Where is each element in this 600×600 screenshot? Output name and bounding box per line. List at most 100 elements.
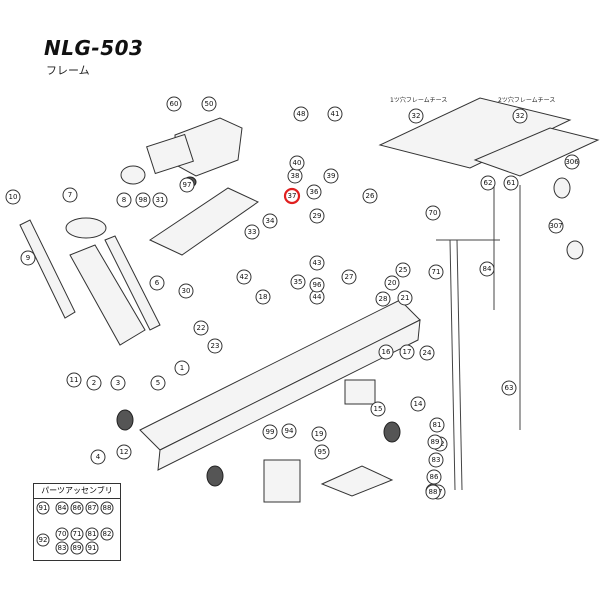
- callout-label: 29: [313, 212, 322, 220]
- callout-35: 35: [290, 274, 306, 290]
- callout-7: 7: [62, 187, 78, 203]
- callout-label: 16: [382, 348, 391, 356]
- callout-17: 17: [399, 344, 415, 360]
- callout-label: 37: [288, 192, 297, 200]
- callout-label: 10: [9, 193, 18, 201]
- callout-label: 17: [403, 348, 412, 356]
- callout-label: 4: [96, 453, 101, 461]
- callout-label: 38: [291, 172, 300, 180]
- callout-label: 34: [266, 217, 275, 225]
- callout-95: 95: [314, 444, 330, 460]
- callout-label: 97: [183, 181, 192, 189]
- callout-33: 33: [244, 224, 260, 240]
- assembly-item-label: 86: [73, 504, 82, 512]
- callout-15: 15: [370, 401, 386, 417]
- callout-86: 86: [426, 469, 442, 485]
- callout-label: 36: [310, 188, 319, 196]
- callout-label: 44: [313, 293, 322, 301]
- callout-label: 2: [92, 379, 96, 387]
- callout-94: 94: [281, 423, 297, 439]
- callout-label: 32: [412, 112, 421, 120]
- callout-70: 70: [425, 205, 441, 221]
- assembly-key-92: 92: [36, 533, 50, 547]
- page-subtitle: フレーム: [46, 64, 90, 77]
- callout-label: 48: [297, 110, 306, 118]
- assembly-item-87: 87: [85, 501, 99, 515]
- callout-48: 48: [293, 106, 309, 122]
- label-plate: [148, 187, 259, 256]
- callout-99: 99: [262, 424, 278, 440]
- callout-83: 83: [428, 452, 444, 468]
- assembly-item-label: 71: [73, 530, 82, 538]
- callout-24: 24: [419, 345, 435, 361]
- assembly-item-86: 86: [70, 501, 84, 515]
- callout-50: 50: [201, 96, 217, 112]
- callout-8: 8: [116, 192, 132, 208]
- assembly-item-label: 82: [103, 530, 112, 538]
- callout-25: 25: [395, 262, 411, 278]
- callout-60: 60: [166, 96, 182, 112]
- callout-label: 306: [565, 158, 579, 166]
- callout-11: 11: [66, 372, 82, 388]
- callout-62: 62: [480, 175, 496, 191]
- assembly-key-91: 91: [36, 501, 50, 515]
- callout-28: 28: [375, 291, 391, 307]
- assembly-item-label: 84: [58, 504, 67, 512]
- callout-label: 27: [345, 273, 354, 281]
- callout-label: 3: [116, 379, 120, 387]
- callout-label: 8: [122, 196, 126, 204]
- callout-96: 96: [309, 277, 325, 293]
- callout-label: 12: [120, 448, 129, 456]
- callout-label: 95: [318, 448, 327, 456]
- callout-41: 41: [327, 106, 343, 122]
- callout-label: 42: [240, 273, 249, 281]
- assembly-item-91: 91: [85, 541, 99, 555]
- callout-3: 3: [110, 375, 126, 391]
- callout-61: 61: [503, 175, 519, 191]
- callout-label: 307: [549, 222, 562, 230]
- callout-label: 33: [248, 228, 257, 236]
- assembly-item-label: 88: [103, 504, 112, 512]
- assembly-item-70: 70: [55, 527, 69, 541]
- callout-23: 23: [207, 338, 223, 354]
- callout-1: 1: [174, 360, 190, 376]
- handle-assembly: [436, 185, 521, 491]
- callout-32b: 32: [512, 108, 528, 124]
- callout-63: 63: [501, 380, 517, 396]
- assembly-item-label: 81: [88, 530, 97, 538]
- assembly-key-label: 92: [39, 536, 48, 544]
- assembly-item-label: 89: [73, 544, 82, 552]
- callout-16: 16: [378, 344, 394, 360]
- assembly-key-label: 91: [39, 504, 48, 512]
- callout-label: 98: [139, 196, 148, 204]
- callout-43: 43: [309, 255, 325, 271]
- callout-label: 26: [366, 192, 375, 200]
- callout-label: 25: [399, 266, 408, 274]
- callout-27: 27: [341, 269, 357, 285]
- callout-label: 1: [180, 364, 184, 372]
- callout-39: 39: [323, 168, 339, 184]
- callout-6: 6: [149, 275, 165, 291]
- callout-label: 86: [430, 473, 439, 481]
- callout-81: 81: [429, 417, 445, 433]
- callout-label: 81: [433, 421, 442, 429]
- callout-label: 40: [293, 159, 302, 167]
- callout-label: 88: [429, 488, 438, 496]
- callout-71: 71: [428, 264, 444, 280]
- assembly-item-88: 88: [100, 501, 114, 515]
- callout-31: 31: [152, 192, 168, 208]
- callout-89: 89: [427, 434, 443, 450]
- callout-20: 20: [384, 275, 400, 291]
- main-frame: [116, 299, 421, 487]
- oil-can: [263, 459, 301, 503]
- frame-case-upper-label: 1ツ穴フレームチース: [390, 96, 447, 104]
- callout-label: 84: [483, 265, 492, 273]
- callout-label: 94: [285, 427, 294, 435]
- callout-307: 307: [548, 218, 564, 234]
- callout-2: 2: [86, 375, 102, 391]
- callout-label: 23: [211, 342, 220, 350]
- callout-label: 19: [315, 430, 324, 438]
- callout-label: 35: [294, 278, 303, 286]
